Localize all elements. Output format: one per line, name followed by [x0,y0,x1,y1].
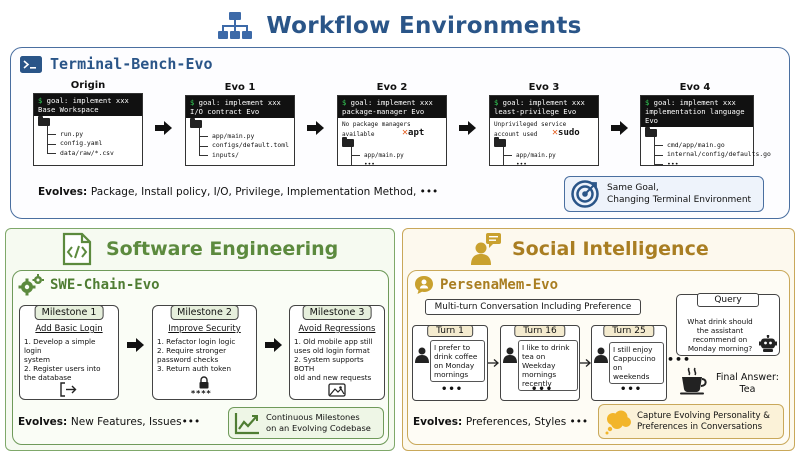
person-icon [503,347,517,363]
thought-cloud-icon [605,410,631,434]
folder-icon [645,127,657,137]
stage-label-evo2: Evo 2 [376,82,408,93]
milestone-card: Milestone 1 Add Basic Login 1. Develop a… [19,305,119,400]
swe-chain-heading: SWE-Chain-Evo [18,274,160,296]
social-evolves: Evolves: Preferences, Styles ••• [413,416,589,428]
turn-card: Turn 16 I like to drink tea on Weekday m… [500,325,580,401]
arrow-right-icon [459,121,476,135]
final-answer: Final Answer: Tea [680,365,790,401]
stage-label-evo3: Evo 3 [528,82,560,93]
network-hierarchy-icon [218,12,253,39]
arrow-right-icon [307,121,324,135]
workflow-header: Workflow Environments [0,4,800,48]
goal-callout: Same Goal, Changing Terminal Environment [564,176,764,212]
stage-label-evo4: Evo 4 [679,82,711,93]
milestone-card: Milestone 3 Avoid Regressions 1. Old mob… [289,305,385,400]
person-icon [415,347,429,363]
robot-icon [759,335,777,352]
person-icon [594,347,608,363]
cross-icon: ✕ [402,127,409,138]
target-icon [571,180,599,208]
trend-chart-icon [234,413,259,435]
arrow-right-icon [611,121,628,135]
arrow-right-icon [127,338,144,352]
login-icon [60,382,77,397]
milestone-card: Milestone 2 Improve Security 1. Refactor… [152,305,257,400]
arrow-right-icon [580,359,591,367]
cross-icon: ✕ [552,127,559,138]
social-intelligence-heading: Social Intelligence [470,232,709,266]
person-speaking-icon [471,233,501,265]
folder-icon [190,118,202,128]
multi-turn-label: Multi-turn Conversation Including Prefer… [425,299,641,315]
chat-person-icon [415,276,433,294]
software-evolves: Evolves: New Features, Issues••• [18,416,201,428]
personality-callout: Capture Evolving Personality & Preferenc… [598,404,784,439]
terminal-icon [20,55,42,73]
terminal-evolves: Evolves: Package, Install policy, I/O, P… [38,186,439,198]
arrow-right-icon [155,121,172,135]
milestones-callout: Continuous Milestones on an Evolving Cod… [228,407,384,439]
stage-label-evo1: Evo 1 [224,82,256,93]
page-title: Workflow Environments [266,13,582,39]
ellipsis: ••• [667,353,692,366]
folder-icon [38,116,50,126]
arrow-right-icon [265,338,282,352]
software-engineering-heading: Software Engineering [62,232,338,266]
turn-card: Turn 25 I still enjoy Cappuccino on week… [591,325,667,401]
folder-icon [494,137,506,148]
folder-icon [342,137,354,148]
code-file-icon [62,232,92,266]
coffee-cup-icon [680,367,707,395]
image-icon [328,383,346,397]
terminal-bench-heading: Terminal-Bench-Evo [20,53,213,75]
lock-icon [199,376,209,389]
password-mask: **** [191,389,212,398]
query-card: Query What drink should the assistant re… [676,293,780,356]
gears-icon [18,274,44,296]
turn-card: Turn 1 I prefer to drink coffee on Monda… [412,325,488,401]
persenamem-heading: PersenaMem-Evo [414,274,558,296]
arrow-right-icon [488,359,499,367]
stage-label-origin: Origin [70,80,106,91]
